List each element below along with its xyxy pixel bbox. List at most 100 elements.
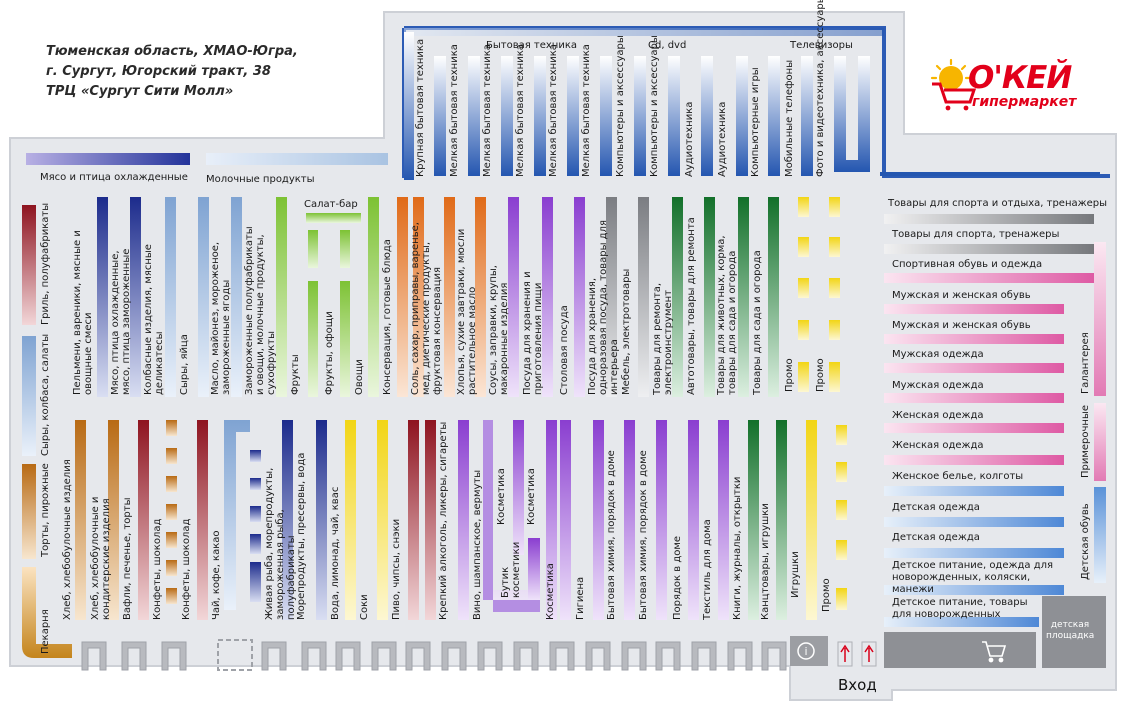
aisle-upper-3: Колбасные изделия, мясные деликатесы bbox=[143, 244, 165, 395]
section-right-7: Мужская одежда bbox=[892, 380, 984, 391]
aisle-upper-1: Пельмени, вареники, мясные и овощные сме… bbox=[72, 230, 94, 395]
aisle-lower-7: Живая рыба, морепродукты, замороженная р… bbox=[264, 467, 297, 620]
label-tv: Телевизоры bbox=[790, 40, 853, 51]
section-right-14: Детское питание, товары для новорожденны… bbox=[892, 597, 1028, 620]
cart-storage bbox=[884, 632, 1036, 668]
kids-playground bbox=[1042, 596, 1106, 668]
aisle-lower-21: Порядок в доме bbox=[672, 535, 683, 620]
aisle-upper-18: Товары для ремонта, электроинструмент bbox=[652, 282, 674, 395]
label-appliances: Бытовая техника bbox=[486, 40, 578, 51]
aisle-lower-9: Вода, лимонад, чай, квас bbox=[330, 486, 341, 620]
aisle-upper-6: Замороженные полуфабрикаты и овощи, моло… bbox=[244, 226, 277, 395]
section-right-3: Спортивная обувь и одежда bbox=[892, 259, 1043, 270]
dept-top-3: Мелкая бытовая техника bbox=[482, 44, 493, 177]
label-dairy: Молочные продукты bbox=[206, 174, 315, 185]
label-cd-dvd: Cd, dvd bbox=[648, 40, 687, 51]
dept-top-8: Компьютеры и аксессуары bbox=[649, 35, 660, 177]
aisle-lower-8: Морепродукты, пресервы, вода bbox=[296, 452, 307, 620]
aisle-upper-13: Соусы, заправки, крупы, макаронные издел… bbox=[488, 265, 510, 395]
entrance-label: Вход bbox=[838, 676, 877, 694]
label-cheese: Сыры, колбаса, салаты bbox=[40, 333, 51, 456]
dept-top-10: Аудиотехника bbox=[717, 101, 728, 177]
address-line-3: ТРЦ «Сургут Сити Молл» bbox=[46, 84, 234, 99]
label-playground: детская площадка bbox=[1046, 620, 1095, 641]
aisle-lower-2: Хлеб, хлебобулочные и кондитерские издел… bbox=[90, 496, 112, 620]
aisle-lower-12: Крепкий алкоголь, ликеры, сигареты bbox=[438, 421, 449, 620]
aisle-lower-13: Вино, шампанское, вермуты bbox=[472, 469, 483, 620]
aisle-lower-15: Косметика bbox=[526, 468, 537, 525]
aisle-upper-7: Фрукты bbox=[290, 354, 301, 395]
section-right-1: Товары для спорта и отдыха, тренажеры bbox=[888, 198, 1108, 209]
aisle-lower-17: Косметика bbox=[545, 563, 556, 620]
dept-top-11: Компьютерные игры bbox=[750, 67, 761, 177]
label-cakes: Торты, пирожные bbox=[40, 463, 51, 557]
label-bakery: Пекарня bbox=[40, 609, 51, 654]
kids-shoes-counter bbox=[1094, 487, 1106, 583]
label-kids-shoes: Детская обувь bbox=[1080, 503, 1091, 580]
aisle-upper-11: Соль, сахар, приправы, варенье, мед, дие… bbox=[410, 222, 443, 395]
meat-counter bbox=[26, 153, 190, 165]
lower-aisle-shelves bbox=[75, 420, 847, 620]
electronics-stands bbox=[404, 32, 870, 180]
dept-top-2: Мелкая бытовая техника bbox=[449, 44, 460, 177]
okey-logo-icon bbox=[930, 58, 977, 111]
checkout-lanes bbox=[81, 641, 787, 671]
aisle-lower-5: Конфеты, шоколад bbox=[181, 518, 192, 620]
label-meat: Мясо и птица охлажденные bbox=[40, 172, 188, 183]
svg-text:i: i bbox=[804, 645, 807, 658]
logo-name: О'КЕЙ bbox=[968, 60, 1072, 96]
aisle-lower-16: Бутик косметики bbox=[500, 541, 522, 598]
express-checkout bbox=[217, 639, 253, 671]
aisle-upper-14: Посуда для хранения и приготовления пищи bbox=[522, 271, 544, 395]
aisle-upper-promo-2: Промо bbox=[815, 358, 826, 392]
aisle-lower-11: Пиво, чипсы, снэки bbox=[391, 518, 402, 620]
aisle-upper-21: Товары для сада и огорода bbox=[752, 250, 763, 395]
section-right-9: Женская одежда bbox=[892, 440, 984, 451]
aisle-upper-17: Мебель, электротовары bbox=[621, 268, 632, 395]
section-right-8: Женская одежда bbox=[892, 410, 984, 421]
aisle-lower-6: Чай, кофе, какао bbox=[211, 530, 222, 620]
label-grill: Гриль, полуфабрикаты bbox=[40, 202, 51, 325]
aisle-lower-25: Игрушки bbox=[790, 551, 801, 598]
aisle-lower-1: Хлеб, хлебобулочные изделия bbox=[62, 459, 73, 620]
bakery-counter bbox=[22, 567, 72, 658]
store-address: Тюменская область, ХМАО-Югра, г. Сургут,… bbox=[46, 42, 298, 102]
dept-top-12: Мобильные телефоны bbox=[784, 59, 795, 177]
dept-top-4: Мелкая бытовая техника bbox=[515, 44, 526, 177]
address-line-1: Тюменская область, ХМАО-Югра, bbox=[46, 44, 298, 59]
logo-subtitle: гипермаркет bbox=[972, 94, 1077, 110]
label-haberdashery: Галантерея bbox=[1080, 332, 1091, 394]
aisle-lower-19: Бытовая химия, порядок в доме bbox=[606, 450, 617, 620]
aisle-upper-20: Товары для животных, корма, товары для с… bbox=[716, 235, 738, 395]
info-desk bbox=[790, 636, 828, 666]
label-salad: Салат-бар bbox=[304, 199, 358, 210]
aisle-upper-16: Посуда для хранения, одноразовая посуда,… bbox=[587, 220, 620, 395]
dept-top-1: Крупная бытовая техника bbox=[415, 38, 426, 177]
section-right-4: Мужская и женская обувь bbox=[892, 290, 1031, 301]
aisle-lower-10: Соки bbox=[359, 594, 370, 620]
aisle-lower-14: Косметика bbox=[496, 468, 507, 525]
aisle-upper-12: Хлопья, сухие завтраки, мюсли растительн… bbox=[456, 228, 478, 395]
cheese-counter bbox=[22, 336, 36, 456]
dairy-counter bbox=[206, 153, 388, 165]
aisle-upper-2: Мясо, птица охлажденные, мясо, птица зам… bbox=[110, 248, 132, 395]
aisle-upper-15: Столовая посуда bbox=[559, 305, 570, 395]
dept-top-5: Мелкая бытовая техника bbox=[548, 44, 559, 177]
aisle-upper-10: Консервация, готовые блюда bbox=[382, 239, 393, 395]
aisle-lower-23: Книги, журналы, открытки bbox=[732, 476, 743, 620]
dept-top-9: Аудиотехника bbox=[684, 101, 695, 177]
grill-counter bbox=[22, 205, 36, 325]
aisle-upper-8: Фрукты, офощи bbox=[324, 311, 335, 395]
aisle-upper-promo-1: Промо bbox=[784, 358, 795, 392]
aisle-lower-4: Конфеты, шоколад bbox=[152, 518, 163, 620]
section-right-6: Мужская одежда bbox=[892, 349, 984, 360]
section-right-5: Мужская и женская обувь bbox=[892, 320, 1031, 331]
aisle-upper-19: Автотовары, товары для ремонта bbox=[686, 217, 697, 395]
haberdashery-counter bbox=[1094, 242, 1106, 396]
entrance-arrow-icons bbox=[837, 641, 877, 667]
aisle-upper-9: Овощи bbox=[354, 359, 365, 395]
dept-top-13: Фото и видеотехника, аксессуары bbox=[815, 0, 826, 177]
aisle-lower-22: Текстиль для дома bbox=[702, 519, 713, 620]
aisle-lower-3: Вафли, печенье, торты bbox=[122, 497, 133, 621]
